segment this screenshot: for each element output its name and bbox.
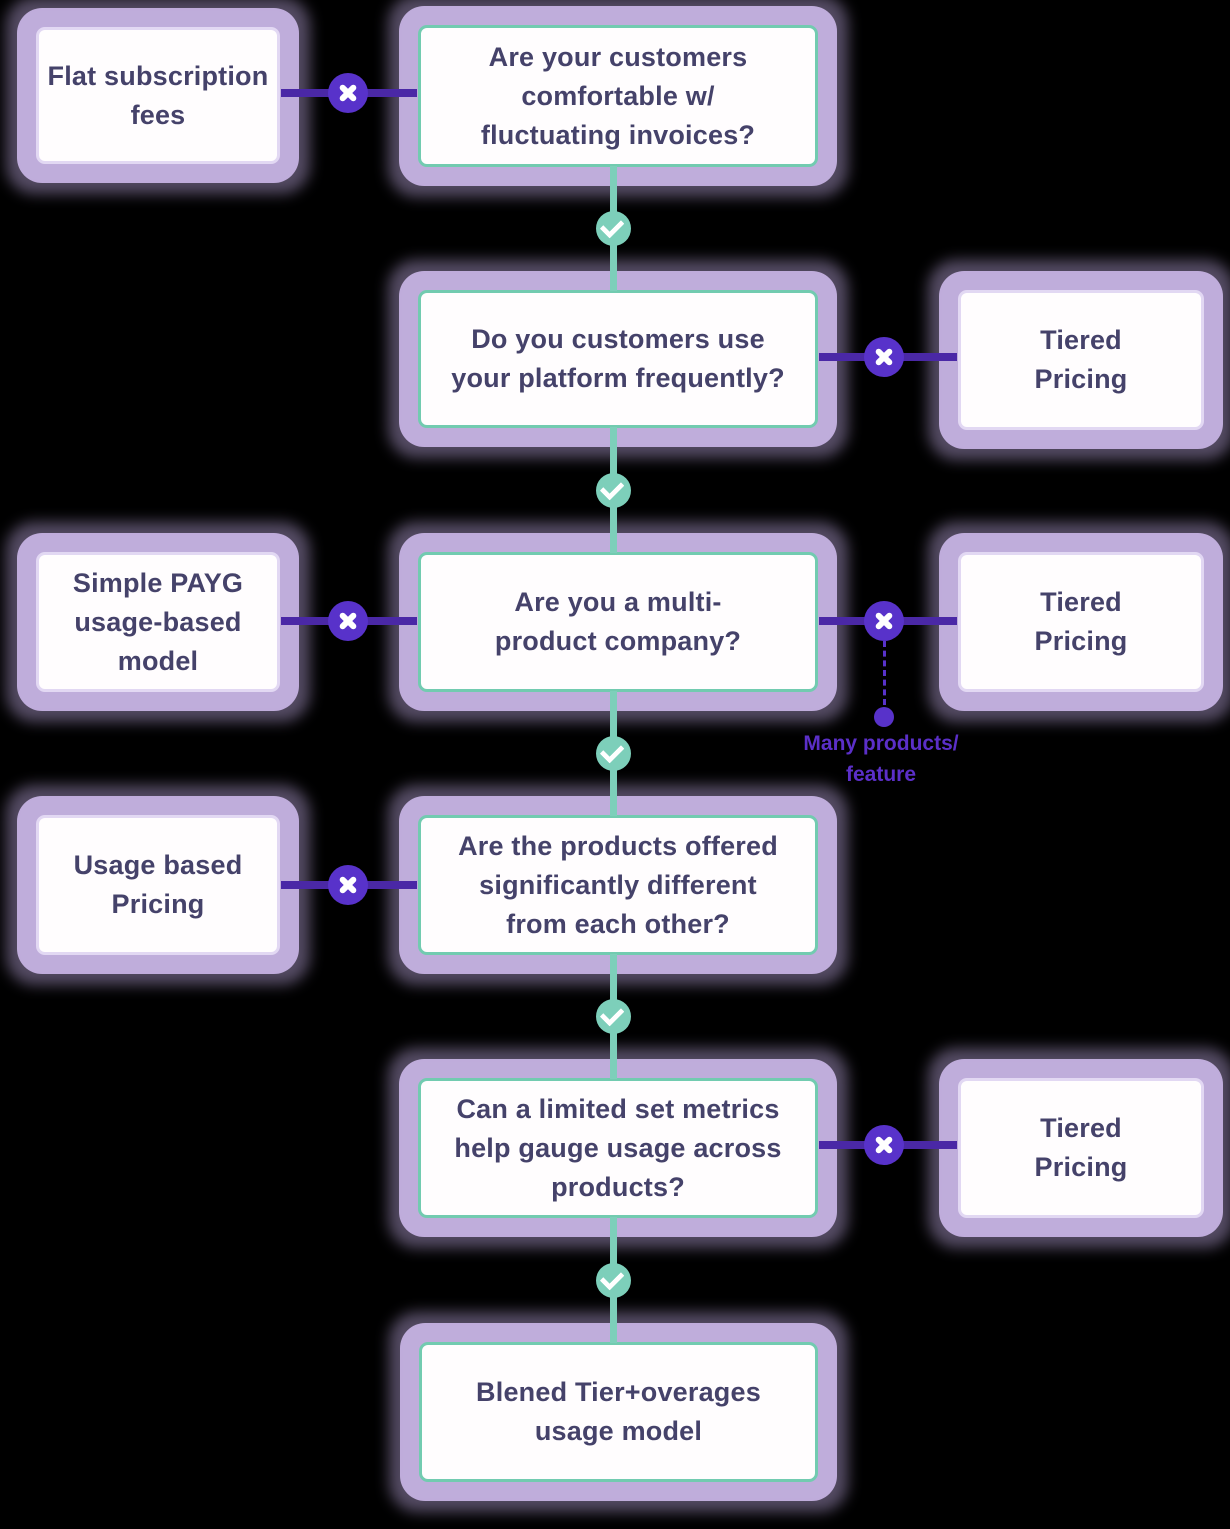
node-question-multi-product: Are you a multi- product company? [418, 552, 818, 692]
node-label: Are the products offered significantly d… [458, 830, 778, 939]
x-cross-icon [864, 601, 904, 641]
x-cross-icon [328, 601, 368, 641]
node-question-platform-frequency: Do you customers use your platform frequ… [418, 290, 818, 428]
checkmark-icon [596, 999, 631, 1034]
node-label: Simple PAYG usage-based model [72, 567, 244, 676]
node-label: Do you customers use your platform frequ… [451, 324, 785, 393]
x-glyph [874, 1135, 894, 1155]
x-cross-icon [328, 865, 368, 905]
node-label: Blened Tier+overages usage model [476, 1377, 761, 1446]
checkmark-icon [596, 736, 631, 771]
x-glyph [338, 83, 358, 103]
node-usage-based-pricing: Usage based Pricing [36, 815, 280, 955]
node-question-limited-metrics: Can a limited set metrics help gauge usa… [418, 1078, 818, 1218]
annotation-many-products: Many products/ feature [803, 732, 959, 786]
checkmark-icon [596, 211, 631, 246]
x-cross-icon [864, 1125, 904, 1165]
node-label: Tiered Pricing [1034, 325, 1128, 394]
node-flat-subscription-fees: Flat subscription fees [36, 27, 280, 164]
node-label: Tiered Pricing [1034, 587, 1128, 656]
checkmark-icon [596, 473, 631, 508]
x-glyph [874, 347, 894, 367]
node-label: Are you a multi- product company? [494, 587, 742, 656]
node-label: Are your customers comfortable w/ fluctu… [480, 41, 756, 150]
x-cross-icon [328, 73, 368, 113]
node-simple-payg-model: Simple PAYG usage-based model [36, 552, 280, 692]
x-glyph [874, 611, 894, 631]
node-tiered-pricing-3: Tiered Pricing [958, 1078, 1204, 1218]
node-question-fluctuating-invoices: Are your customers comfortable w/ fluctu… [418, 25, 818, 167]
check-glyph [599, 738, 625, 764]
node-label: Can a limited set metrics help gauge usa… [454, 1093, 782, 1202]
check-glyph [599, 1265, 625, 1291]
check-glyph [599, 1001, 625, 1027]
node-blended-result: Blened Tier+overages usage model [419, 1342, 818, 1482]
x-glyph [338, 875, 358, 895]
node-label: Flat subscription fees [47, 60, 269, 130]
node-tiered-pricing-2: Tiered Pricing [958, 552, 1204, 692]
check-glyph [599, 213, 625, 239]
checkmark-icon [596, 1263, 631, 1298]
node-tiered-pricing-1: Tiered Pricing [958, 290, 1204, 430]
node-label: Usage based Pricing [73, 850, 243, 919]
annotation-dot [874, 707, 894, 727]
check-glyph [599, 475, 625, 501]
x-glyph [338, 611, 358, 631]
node-question-products-different: Are the products offered significantly d… [418, 815, 818, 955]
x-cross-icon [864, 337, 904, 377]
annotation-dashed-line [883, 641, 886, 705]
node-label: Tiered Pricing [1034, 1113, 1128, 1182]
